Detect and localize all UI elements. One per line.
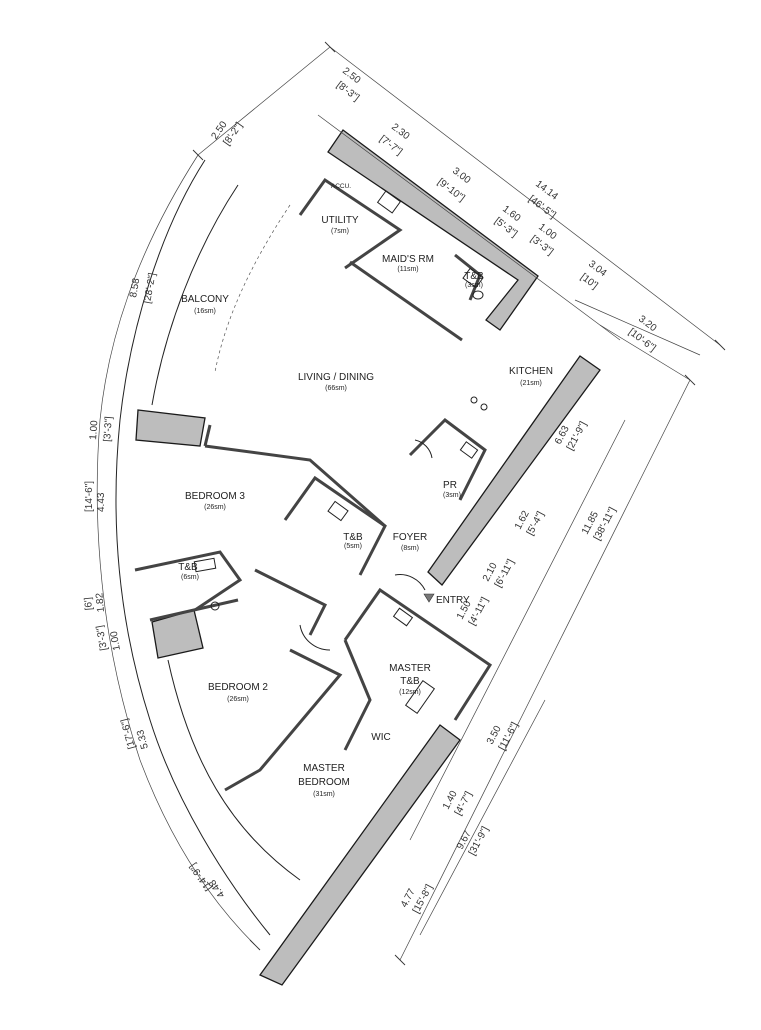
dim-left-5-m: 1.82 bbox=[94, 592, 107, 613]
dim-left-4-m: 4.43 bbox=[96, 492, 107, 512]
wall-master-bedroom bbox=[259, 724, 461, 986]
facade-lower-inner bbox=[167, 659, 301, 881]
area-bedroom-3: (26sm) bbox=[204, 504, 226, 511]
area-utility: (7sm) bbox=[331, 228, 349, 235]
label-maids-room: MAID'S RM bbox=[382, 254, 434, 265]
label-master-bedroom-2: BEDROOM bbox=[298, 777, 350, 788]
facade-outer-curve bbox=[115, 159, 271, 936]
wall-top-core bbox=[327, 129, 539, 331]
area-balcony: (16sm) bbox=[194, 308, 216, 315]
label-balcony: BALCONY bbox=[181, 294, 229, 305]
door-swings bbox=[299, 439, 433, 651]
label-bedroom-3: BEDROOM 3 bbox=[185, 491, 245, 502]
area-kitchen: (21sm) bbox=[520, 380, 542, 387]
dim-left-8-ft: [14'-9"] bbox=[188, 861, 215, 893]
dim-left-7-m: 5.33 bbox=[135, 728, 151, 750]
dimension-texts: 2.50 [8'-3"] 2.30 [7'-7"] 3.00 [9'-10"] … bbox=[83, 66, 659, 916]
dim-left-3-ft: [3'-3"] bbox=[102, 416, 115, 442]
area-living-dining: (66sm) bbox=[325, 385, 347, 392]
label-master-tb-1: MASTER bbox=[389, 663, 431, 674]
label-kitchen: KITCHEN bbox=[509, 366, 553, 377]
label-utility: UTILITY bbox=[321, 215, 359, 226]
dim-left-6-ft: [3'-3"] bbox=[95, 624, 110, 651]
label-master-tb-2: T&B bbox=[400, 676, 420, 687]
dim-left-2-ft: [28'-2"] bbox=[142, 272, 158, 305]
dim-right-5-ft: [4'-11"] bbox=[467, 595, 491, 627]
dim-left-4-ft: [14'-6"] bbox=[84, 481, 95, 512]
wall-kitchen-foyer bbox=[427, 355, 601, 586]
label-bedroom-2: BEDROOM 2 bbox=[208, 682, 268, 693]
dim-right-4-ft: [6'-11"] bbox=[493, 557, 517, 589]
room-labels: ACCU. UTILITY (7sm) MAID'S RM (11sm) T&B… bbox=[178, 183, 553, 798]
label-master-bedroom-1: MASTER bbox=[303, 763, 345, 774]
area-master-tb: (12sm) bbox=[399, 689, 421, 696]
partitions bbox=[134, 177, 493, 792]
area-tb-left: (6sm) bbox=[181, 574, 199, 581]
label-tb-maid: T&B bbox=[464, 271, 484, 282]
entry-arrow-icon bbox=[423, 593, 435, 603]
dim-left-3-m: 1.00 bbox=[88, 420, 100, 441]
area-tb-maid: (3sm) bbox=[465, 282, 483, 289]
fixtures bbox=[193, 190, 488, 714]
dim-right-1-ft: [21'-9"] bbox=[565, 420, 589, 453]
facade-inner-curve bbox=[151, 184, 239, 406]
wall-column-upper bbox=[135, 409, 206, 447]
area-master-bedroom: (31sm) bbox=[313, 791, 335, 798]
balcony-edge bbox=[214, 204, 291, 373]
area-foyer: (8sm) bbox=[401, 545, 419, 552]
dimension-lines bbox=[96, 41, 726, 966]
dim-left-6-m: 1.00 bbox=[109, 630, 123, 652]
dim-right-9-ft: [15'-8"] bbox=[411, 883, 435, 916]
dim-right-6-ft: [11'-6"] bbox=[497, 720, 521, 752]
dim-right-8-ft: [31'-9"] bbox=[467, 825, 491, 858]
area-tb-bedroom3: (5sm) bbox=[344, 543, 362, 550]
dim-top-3-m: 3.00 bbox=[450, 166, 473, 187]
label-tb-bedroom3: T&B bbox=[343, 532, 363, 543]
label-accu: ACCU. bbox=[331, 183, 351, 190]
area-maids-room: (11sm) bbox=[397, 266, 418, 273]
label-entry: ENTRY bbox=[436, 595, 470, 606]
label-foyer: FOYER bbox=[393, 532, 427, 543]
area-bedroom-2: (26sm) bbox=[227, 696, 249, 703]
dim-left-2-m: 8.58 bbox=[128, 277, 142, 299]
label-pr: PR bbox=[443, 480, 457, 491]
dim-left-5-ft: [6'] bbox=[83, 597, 95, 611]
label-wic: WIC bbox=[371, 732, 390, 743]
label-living-dining: LIVING / DINING bbox=[298, 372, 374, 383]
area-pr: (3sm) bbox=[443, 492, 461, 499]
label-tb-left: T&B bbox=[178, 562, 198, 573]
